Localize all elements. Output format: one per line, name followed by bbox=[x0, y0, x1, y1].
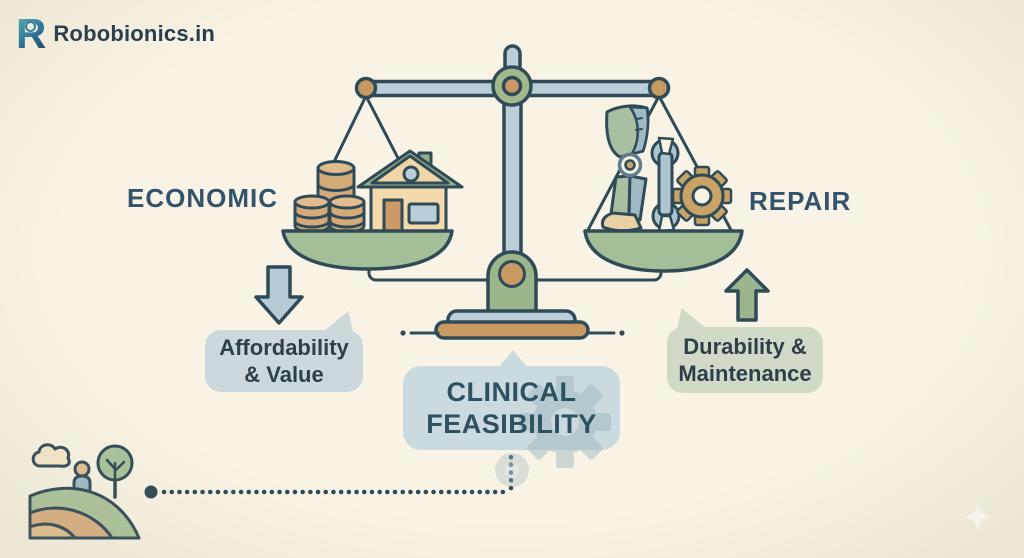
brand-name: Robobionics.in bbox=[53, 21, 216, 46]
dotted-connector-line bbox=[144, 453, 514, 499]
up-arrow-icon bbox=[724, 268, 770, 322]
callout-text-line: FEASIBILITY bbox=[426, 409, 597, 439]
cloud-icon bbox=[31, 443, 71, 468]
affordability-callout: Affordability & Value bbox=[205, 311, 363, 392]
scale-beam bbox=[354, 44, 671, 264]
callout-text-line: Maintenance bbox=[678, 361, 812, 386]
logo-detail-dot bbox=[25, 21, 36, 32]
repair-label: REPAIR bbox=[749, 186, 852, 216]
tree-icon bbox=[96, 444, 134, 499]
prosthetic-leg-icon bbox=[601, 104, 650, 233]
field-scene-illustration bbox=[28, 443, 141, 540]
gear-icon bbox=[671, 165, 733, 227]
callout-text-line: Durability & bbox=[683, 333, 807, 359]
wrench-icon bbox=[650, 136, 681, 233]
callout-text-line: & Value bbox=[244, 362, 324, 387]
clinical-feasibility-callout: CLINICAL FEASIBILITY bbox=[403, 350, 620, 487]
coins-icon bbox=[293, 160, 366, 234]
scale-base bbox=[400, 250, 625, 340]
robobionics-logo-icon: R bbox=[16, 10, 47, 57]
callout-text-line: Affordability bbox=[219, 334, 349, 360]
sparkle-icon bbox=[965, 504, 991, 530]
callout-text-line: CLINICAL bbox=[446, 376, 577, 407]
scale-pans bbox=[281, 229, 744, 282]
house-icon bbox=[356, 149, 464, 233]
brand-logo: R Robobionics.in bbox=[16, 10, 216, 57]
economic-label: ECONOMIC bbox=[127, 183, 278, 213]
down-arrow-icon bbox=[254, 265, 304, 325]
durability-callout: Durability & Maintenance bbox=[667, 308, 823, 393]
field-icon bbox=[28, 486, 141, 540]
